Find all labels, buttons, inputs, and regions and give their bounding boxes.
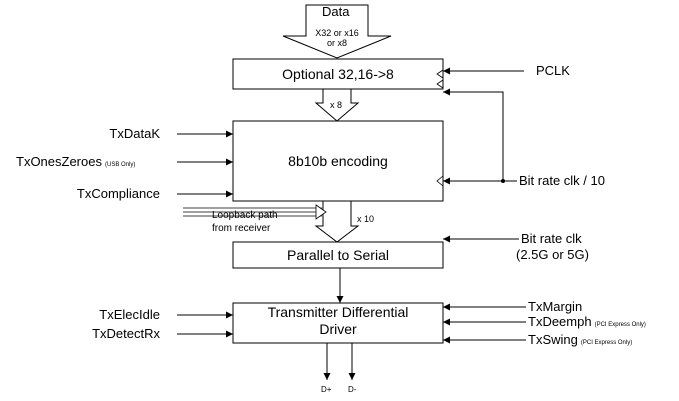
data-width-note-line1: X32 or x16 <box>315 28 359 38</box>
txdeemph-text: TxDeemph <box>528 314 592 329</box>
txoneszeroes-label: TxOnesZeroes(USB Only) <box>16 155 135 168</box>
loopback-label-line1: Loopback path <box>212 210 278 221</box>
dminus-label: D- <box>348 385 357 394</box>
txdeemph-note: (PCI Express Only) <box>594 322 646 328</box>
txelecidle-label: TxElecIdle <box>99 307 160 322</box>
serializer-block <box>232 241 444 269</box>
loopback-label-line2: from receiver <box>212 223 271 234</box>
loopback-arrow-head <box>315 204 327 220</box>
txdeemph-label: TxDeemph(PCI Express Only) <box>528 315 646 328</box>
data-bus-arrow-x10 <box>314 200 360 243</box>
txdatak-label: TxDataK <box>109 126 160 141</box>
txmargin-label: TxMargin <box>528 299 583 314</box>
data-bus-arrow-top <box>282 4 392 59</box>
data-bus-arrow-x8 <box>314 88 360 122</box>
driver-block <box>232 302 444 344</box>
encoding-clock-input-marker <box>436 175 444 187</box>
optional-block-label: Optional 32,16->8 <box>282 66 394 82</box>
optional-clock-input-marker <box>436 69 444 79</box>
driver-block-label-line1: Transmitter Differential <box>267 304 409 320</box>
bitclk10-junction-dot <box>501 179 505 183</box>
bitclk-values-label: (2.5G or 5G) <box>516 247 589 262</box>
dplus-label: D+ <box>321 385 332 394</box>
data-width-note-line2: or x8 <box>326 38 347 48</box>
bitclk-label: Bit rate clk <box>521 231 582 246</box>
bitclk10-route-up <box>443 88 504 181</box>
data-label: Data <box>322 4 350 19</box>
txdetectrx-label: TxDetectRx <box>92 326 160 341</box>
optional-clock-input-marker-2 <box>436 79 444 89</box>
txswing-note: (PCI Express Only) <box>580 340 633 346</box>
txoneszeroes-text: TxOnesZeroes <box>16 154 102 169</box>
x8-bus-label: x 8 <box>330 100 343 110</box>
driver-block-label: Transmitter Differential Driver <box>233 305 443 336</box>
optional-width-converter-block <box>232 58 444 90</box>
txoneszeroes-note: (USB Only) <box>104 162 136 168</box>
encoding-block-label: 8b10b encoding <box>288 153 388 169</box>
txswing-label: TxSwing(PCI Express Only) <box>528 333 632 346</box>
encoding-block <box>232 120 444 202</box>
txswing-text: TxSwing <box>528 332 578 347</box>
txcompliance-label: TxCompliance <box>76 186 160 201</box>
serializer-block-label: Parallel to Serial <box>287 247 389 263</box>
pclk-label: PCLK <box>536 63 570 78</box>
x10-bus-label: x 10 <box>357 214 375 224</box>
bitclk10-label: Bit rate clk / 10 <box>519 173 605 188</box>
driver-block-label-line2: Driver <box>319 321 357 337</box>
data-width-note: X32 or x16 or x8 <box>305 29 369 48</box>
